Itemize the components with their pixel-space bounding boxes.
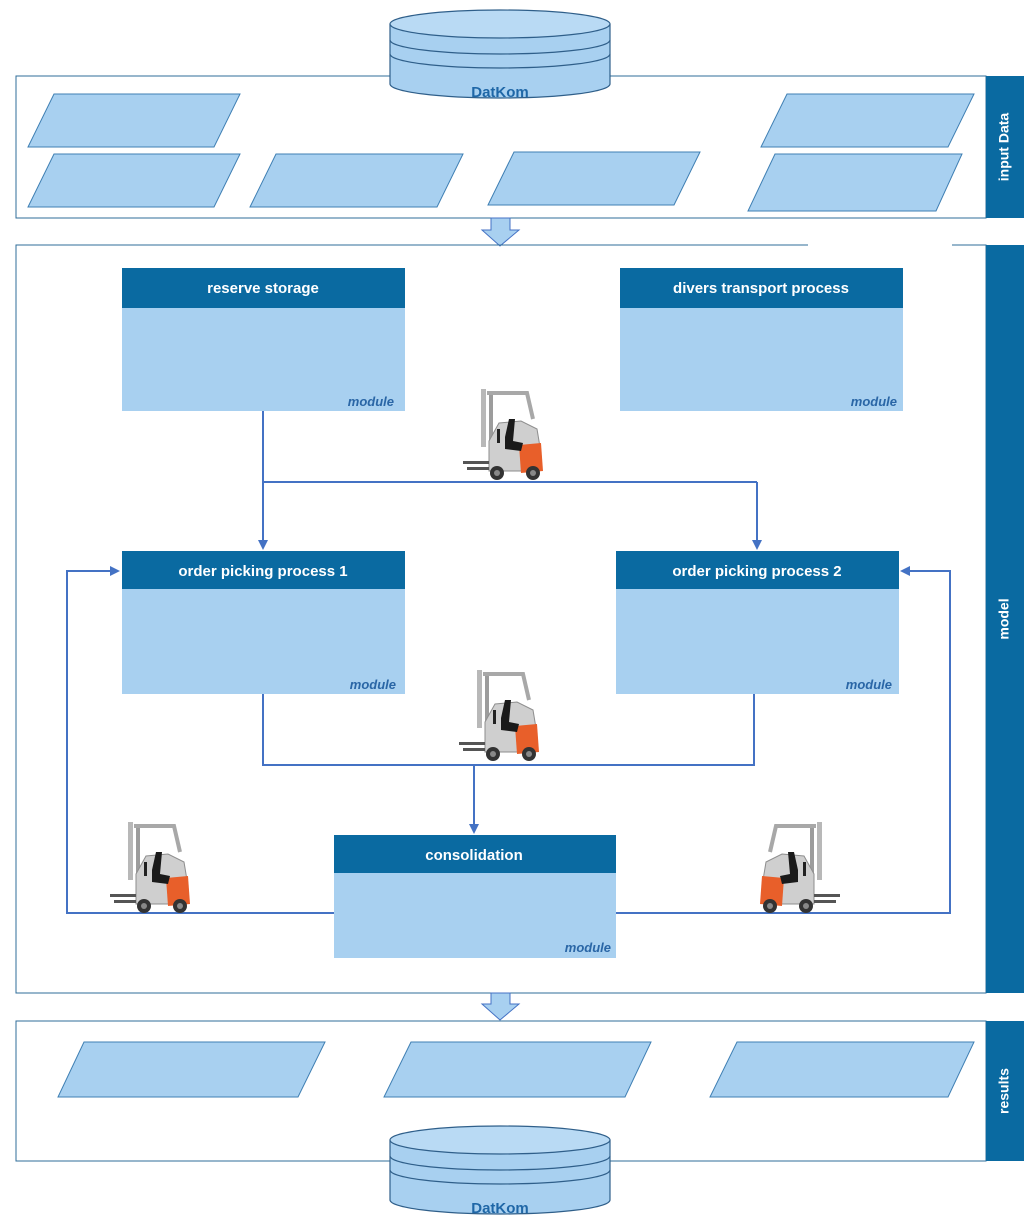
module-divers-transport: divers transport process module bbox=[620, 268, 903, 411]
connectors bbox=[66, 411, 951, 914]
forklift-icon bbox=[457, 668, 541, 763]
forklift-icon bbox=[108, 820, 192, 915]
result-parallelogram bbox=[709, 1041, 975, 1098]
data-parallelogram bbox=[249, 153, 464, 208]
data-parallelogram bbox=[747, 153, 963, 212]
module-consolidation: consolidation module bbox=[334, 835, 616, 958]
forklift-icon bbox=[758, 820, 842, 915]
module-order-picking-1: order picking process 1 module bbox=[122, 551, 405, 694]
module-subtitle: module bbox=[846, 677, 892, 692]
results-band-label: results bbox=[996, 1068, 1012, 1114]
module-title: order picking process 1 bbox=[178, 563, 347, 580]
module-subtitle: module bbox=[350, 677, 396, 692]
module-reserve-storage: reserve storage module bbox=[122, 268, 405, 411]
data-parallelogram bbox=[760, 93, 975, 148]
database-label-bottom: DatKom bbox=[471, 1200, 529, 1217]
module-subtitle: module bbox=[851, 394, 897, 409]
module-title: order picking process 2 bbox=[672, 563, 841, 580]
result-parallelogram bbox=[57, 1041, 326, 1098]
flow-down-arrow bbox=[480, 992, 521, 1021]
input-band bbox=[986, 76, 1024, 218]
input-band-label: input Data bbox=[996, 113, 1012, 182]
forklift-icon bbox=[461, 387, 545, 482]
module-title: consolidation bbox=[425, 847, 523, 864]
module-title: divers transport process bbox=[673, 280, 849, 297]
data-parallelogram bbox=[487, 151, 701, 206]
data-parallelogram bbox=[27, 93, 241, 148]
result-parallelogram bbox=[383, 1041, 652, 1098]
database-label-top: DatKom bbox=[471, 84, 529, 101]
module-title: reserve storage bbox=[207, 280, 319, 297]
module-order-picking-2: order picking process 2 module bbox=[616, 551, 899, 694]
results-band bbox=[986, 1021, 1024, 1161]
data-parallelogram bbox=[27, 153, 241, 208]
model-band bbox=[986, 245, 1024, 993]
module-subtitle: module bbox=[565, 940, 611, 955]
flow-down-arrow bbox=[480, 217, 521, 247]
module-subtitle: module bbox=[348, 394, 394, 409]
model-band-label: model bbox=[996, 598, 1012, 639]
